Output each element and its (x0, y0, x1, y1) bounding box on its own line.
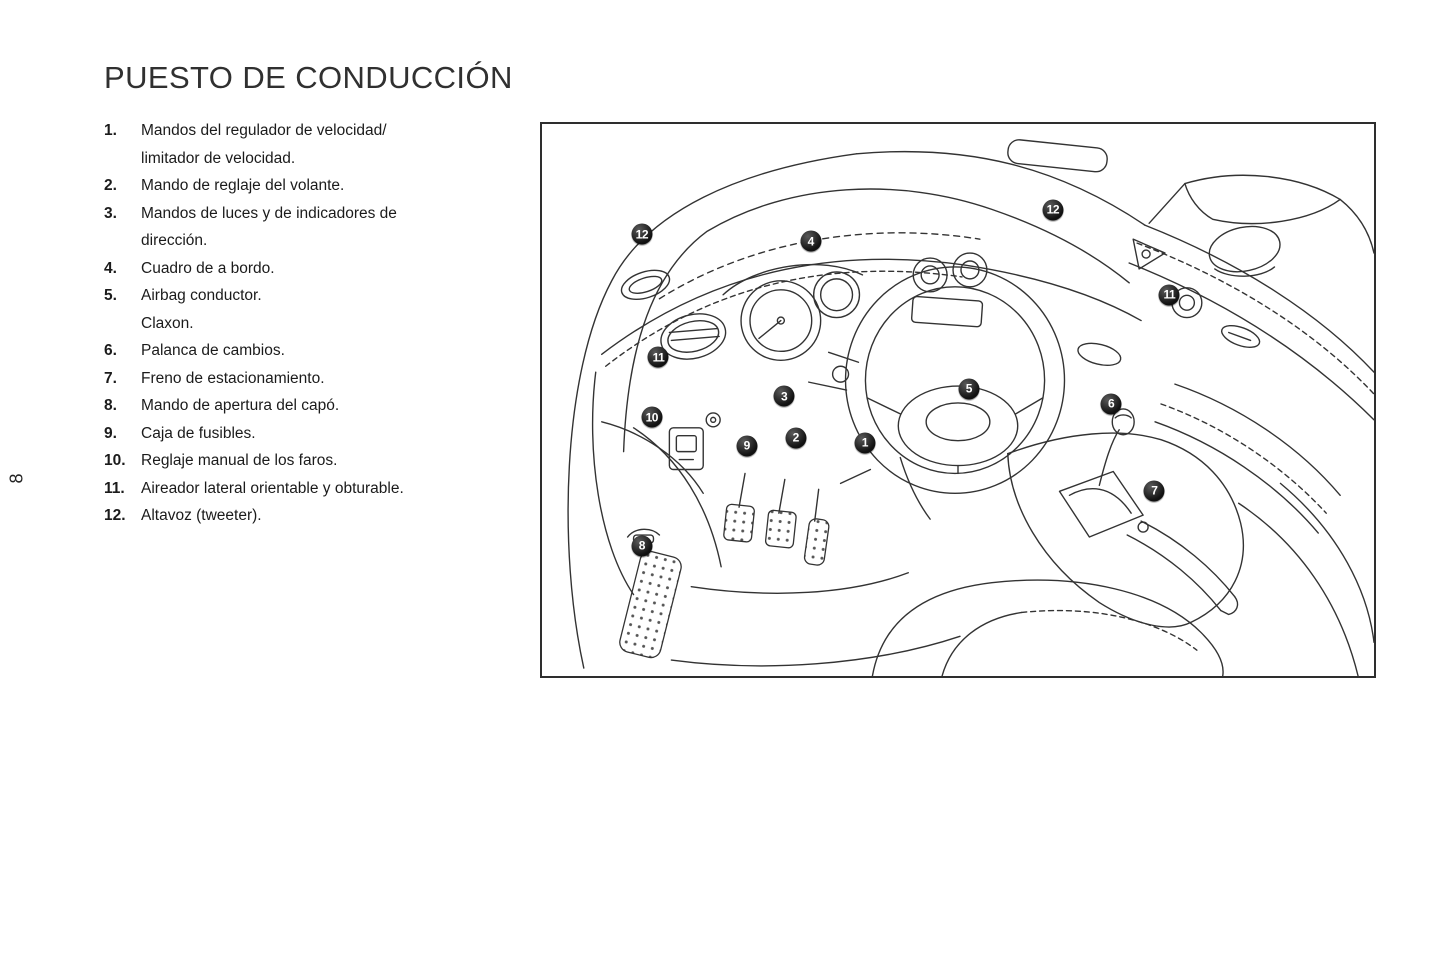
callout-badge-8: 8 (631, 535, 653, 557)
legend-item-number: 11. (104, 479, 125, 497)
legend-item-2: 2. Mando de reglaje del volante. (104, 172, 536, 200)
car-interior-illustration (567, 139, 1374, 676)
legend-item-text: Freno de estacionamiento. (141, 369, 325, 387)
callout-badge-9: 9 (736, 435, 758, 457)
legend-item-text: Palanca de cambios. (141, 342, 285, 359)
legend-item-1: 1. Mandos del regulador de velocidad/limi… (104, 117, 536, 172)
callout-badge-12: 12 (631, 223, 653, 245)
legend-item-6: 6. Palanca de cambios. (104, 337, 536, 365)
page-number: 8 (6, 473, 27, 484)
callout-badge-2: 2 (785, 427, 807, 449)
legend-item-text: Airbag conductor.Claxon. (141, 287, 262, 332)
diagram-frame: 12 4 12 11 11 3 5 6 10 9 2 1 7 8 (540, 122, 1376, 678)
legend-item-text: Reglaje manual de los faros. (141, 452, 338, 469)
legend-item-number: 3. (104, 204, 117, 222)
legend-item-4: 4. Cuadro de a bordo. (104, 255, 536, 283)
callout-badge-4: 4 (800, 230, 822, 252)
legend-item-text: Cuadro de a bordo. (141, 259, 275, 277)
legend-item-text: Mando de reglaje del volante. (141, 177, 345, 194)
legend-item-text: Mando de apertura del capó. (141, 397, 340, 414)
legend-item-9: 9. Caja de fusibles. (104, 420, 536, 448)
legend-item-text: Aireador lateral orientable y obturable. (141, 479, 404, 497)
legend-item-number: 10. (104, 452, 126, 469)
legend-item-number: 8. (104, 397, 117, 414)
callout-badge-3: 3 (773, 385, 795, 407)
legend-item-11: 11. Aireador lateral orientable y obturab… (104, 475, 536, 503)
page-title: PUESTO DE CONDUCCIÓN (104, 60, 513, 95)
legend-item-number: 12. (104, 507, 126, 524)
legend-item-number: 2. (104, 177, 117, 194)
legend-item-text: Caja de fusibles. (141, 424, 256, 442)
legend-item-text: Mandos del regulador de velocidad/limita… (141, 122, 387, 167)
legend-item-5: 5. Airbag conductor.Claxon. (104, 282, 536, 337)
legend-item-12: 12. Altavoz (tweeter). (104, 502, 536, 530)
legend-item-number: 1. (104, 122, 117, 139)
callout-badge-6: 6 (1100, 393, 1122, 415)
callout-badge-11: 11 (1158, 284, 1180, 306)
callout-badge-12: 12 (1042, 199, 1064, 221)
legend-item-number: 5. (104, 287, 117, 304)
callout-badge-5: 5 (958, 378, 980, 400)
legend-item-number: 4. (104, 259, 117, 277)
legend-item-text: Altavoz (tweeter). (141, 507, 262, 524)
callout-badge-1: 1 (854, 432, 876, 453)
legend-item-10: 10. Reglaje manual de los faros. (104, 447, 536, 475)
badge-layer: 12 4 12 11 11 3 5 6 10 9 2 1 7 8 (542, 124, 1374, 676)
legend-item-7: 7. Freno de estacionamiento. (104, 365, 536, 393)
legend-item-number: 7. (104, 369, 117, 387)
callout-badge-10: 10 (641, 406, 663, 428)
legend-item-number: 6. (104, 342, 117, 359)
legend-item-8: 8. Mando de apertura del capó. (104, 392, 536, 420)
legend-item-number: 9. (104, 424, 117, 442)
legend-list: 1. Mandos del regulador de velocidad/limi… (104, 117, 536, 530)
callout-badge-11: 11 (647, 346, 669, 368)
callout-badge-7: 7 (1143, 480, 1165, 502)
